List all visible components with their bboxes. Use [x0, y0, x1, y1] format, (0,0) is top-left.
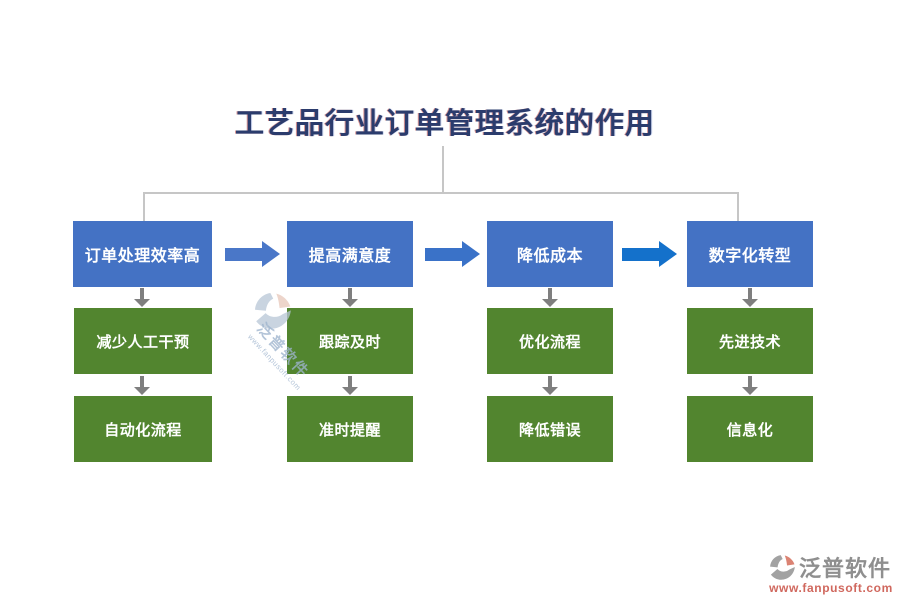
connector-vertical-from-title: [442, 146, 444, 193]
down-arrow-icon: [542, 376, 558, 395]
item-box: 准时提醒: [287, 396, 413, 462]
down-arrow-icon: [342, 288, 358, 307]
header-box-cost-reduction: 降低成本: [487, 221, 613, 287]
down-arrow-icon: [134, 288, 150, 307]
header-box-order-efficiency: 订单处理效率高: [73, 221, 212, 287]
page-title: 工艺品行业订单管理系统的作用: [234, 108, 655, 140]
brand-url: www.fanpusoft.com: [769, 581, 893, 595]
down-arrow-icon: [742, 288, 758, 307]
item-box: 降低错误: [487, 396, 613, 462]
brand-name: 泛普软件: [799, 556, 892, 581]
item-box: 减少人工干预: [74, 308, 212, 374]
item-box: 自动化流程: [74, 396, 212, 462]
item-box: 优化流程: [487, 308, 613, 374]
header-box-digital-transformation: 数字化转型: [687, 221, 813, 287]
down-arrow-icon: [742, 376, 758, 395]
footer-brand: 泛普软件 www.fanpusoft.com: [768, 551, 894, 595]
item-box: 先进技术: [687, 308, 813, 374]
connector-stub-right: [737, 193, 739, 221]
item-box: 跟踪及时: [287, 308, 413, 374]
connector-horizontal: [143, 192, 739, 194]
item-box: 信息化: [687, 396, 813, 462]
down-arrow-icon: [542, 288, 558, 307]
right-arrow-icon: [225, 241, 280, 267]
down-arrow-icon: [342, 376, 358, 395]
fanpu-logo-icon: [770, 554, 795, 580]
right-arrow-icon: [425, 241, 480, 267]
down-arrow-icon: [134, 376, 150, 395]
right-arrow-icon: [622, 241, 677, 267]
connector-stub-left: [143, 193, 145, 221]
header-box-satisfaction: 提高满意度: [287, 221, 413, 287]
